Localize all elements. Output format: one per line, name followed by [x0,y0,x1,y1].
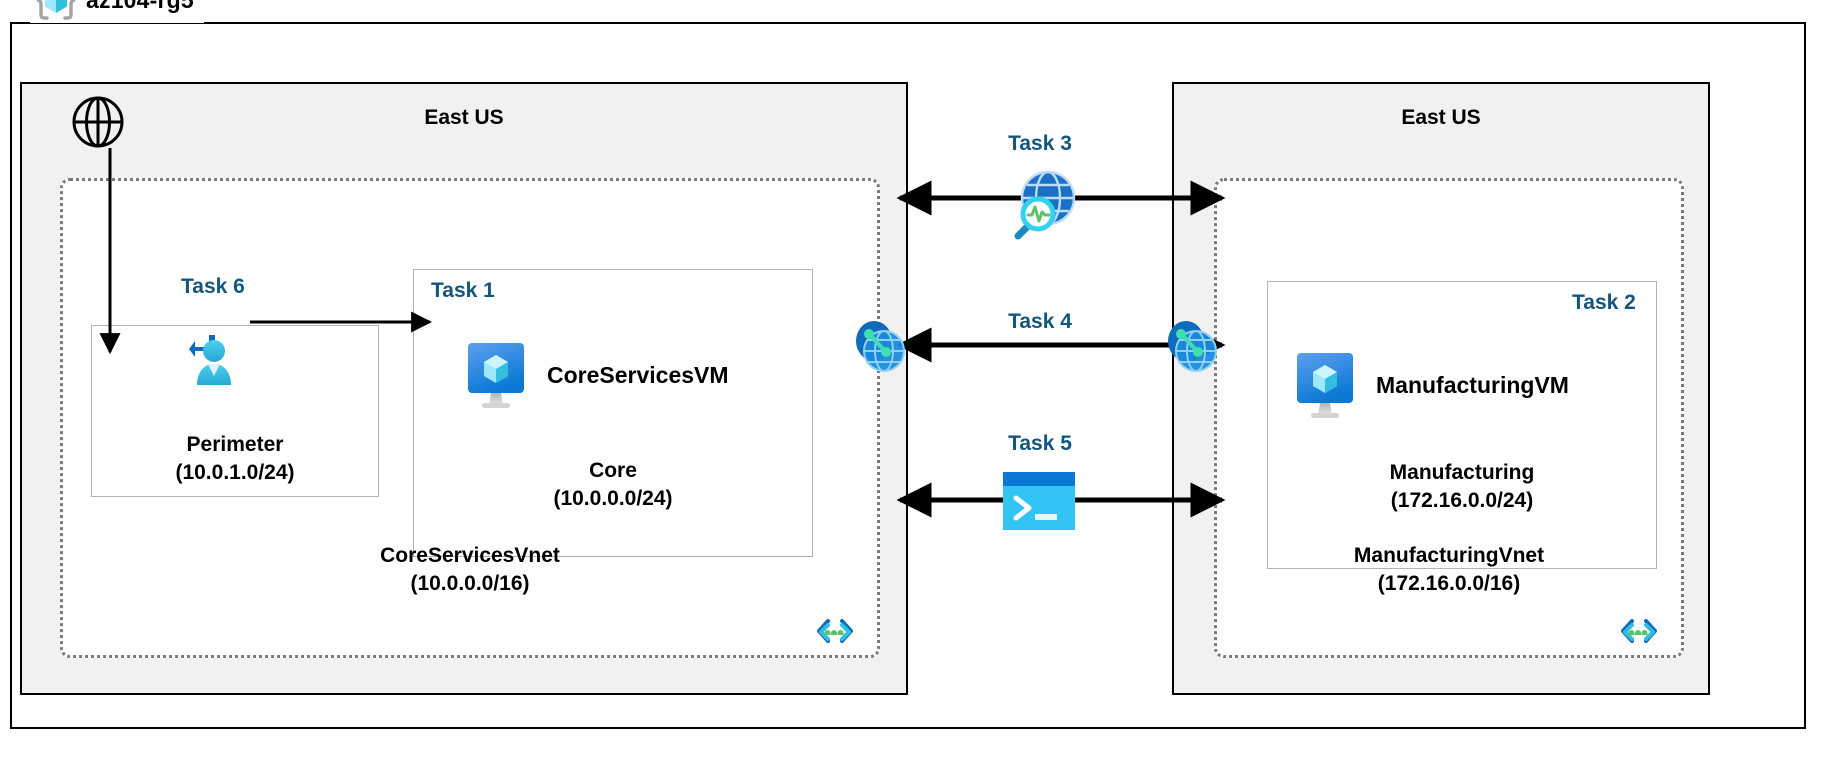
subnet-perimeter [91,325,379,497]
task-label-task3: Task 3 [1008,132,1072,155]
task-tag-task6: Task 6 [181,275,245,298]
region-east-us-right: East US Task 2 [1172,82,1710,695]
subnet-manufacturing-label: Manufacturing (172.16.0.0/24) [1267,459,1657,514]
subnet-manufacturing [1267,281,1657,569]
vnet-core-services: Task 6 [60,178,880,658]
subnet-manufacturing-cidr: (172.16.0.0/24) [1390,488,1534,512]
subnet-core [413,269,813,557]
core-vm-name: CoreServicesVM [547,361,729,388]
subnet-manufacturing-name: Manufacturing [1389,461,1535,484]
subnet-perimeter-label: Perimeter (10.0.1.0/24) [91,431,379,486]
subnet-perimeter-name: Perimeter [186,433,284,456]
vnet-core-services-label: CoreServicesVnet (10.0.0.0/16) [63,542,877,597]
vnet-core-services-name: CoreServicesVnet [380,544,560,568]
virtual-machine-icon [463,339,533,411]
task-label-task5: Task 5 [1008,432,1072,455]
subnet-code-icon [1619,615,1659,647]
globe-internet-icon [70,94,126,150]
resource-group-cube-icon [34,0,78,22]
vnet-manufacturing-cidr: (172.16.0.0/16) [1377,571,1521,595]
task-tag-task2: Task 2 [1572,291,1636,314]
resource-group-name: az104-rg5 [86,0,194,14]
vnet-manufacturing-label: ManufacturingVnet (172.16.0.0/16) [1217,542,1681,597]
region-east-us-left: East US Task 6 [20,82,908,695]
perimeter-icon-row [181,331,243,393]
subnet-core-label: Core (10.0.0.0/24) [413,457,813,512]
network-watcher-globe-icon [996,168,1082,244]
core-vm-row: CoreServicesVM [463,339,729,411]
resource-group-header: az104-rg5 [30,0,204,23]
subnet-core-cidr: (10.0.0.0/24) [553,486,673,510]
manufacturing-vm-name: ManufacturingVM [1376,371,1569,398]
manufacturing-vm-row: ManufacturingVM [1292,349,1569,421]
vnet-peering-icon [848,315,910,377]
vnet-peering-icon [1160,315,1222,377]
region-left-label: East US [424,106,504,129]
task-label-task4: Task 4 [1008,310,1072,333]
region-right-label: East US [1401,106,1481,129]
bastion-user-icon [181,331,243,393]
subnet-code-icon [815,615,855,647]
vnet-manufacturing: Task 2 [1214,178,1684,658]
cloud-shell-icon [1003,472,1075,530]
vnet-core-services-cidr: (10.0.0.0/16) [410,571,530,595]
task-tag-task1: Task 1 [431,279,495,302]
vnet-manufacturing-name: ManufacturingVnet [1353,544,1545,568]
virtual-machine-icon [1292,349,1362,421]
subnet-perimeter-cidr: (10.0.1.0/24) [175,460,295,484]
subnet-core-name: Core [589,459,637,482]
